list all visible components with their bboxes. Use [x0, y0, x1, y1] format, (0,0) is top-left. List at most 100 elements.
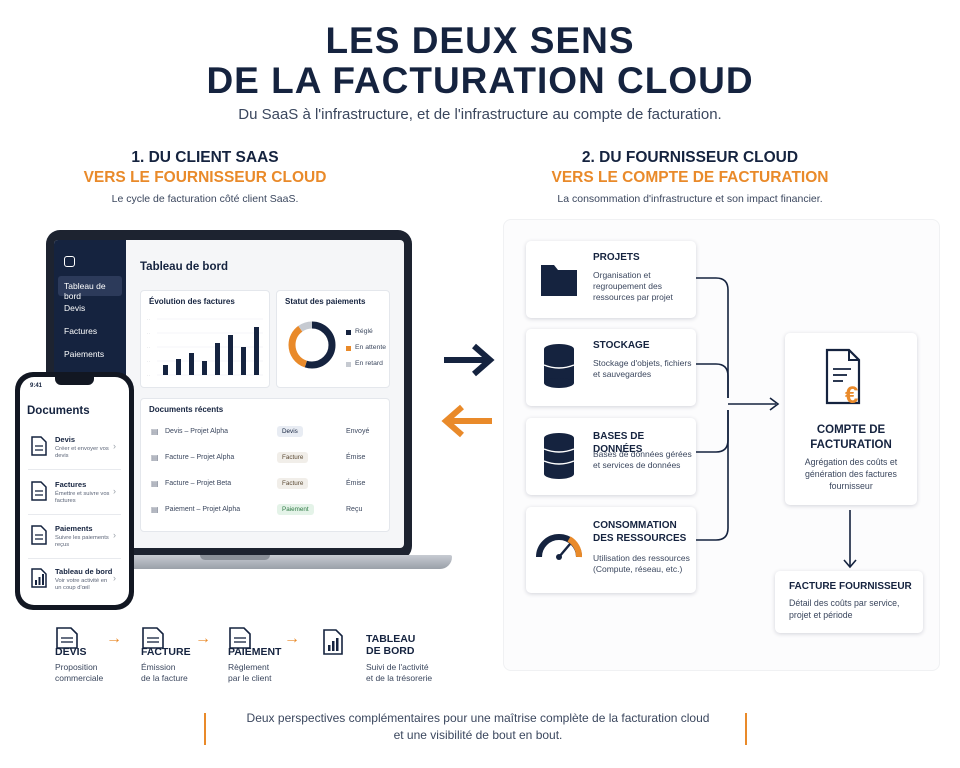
supplier-invoice-title: FACTURE FOURNISSEUR — [789, 581, 912, 592]
payment-status-title: Statut des paiements — [285, 297, 366, 306]
legend-en-attente-swatch — [346, 346, 351, 351]
table-row[interactable]: ▤ Facture – Projet Alpha Facture Émise — [149, 452, 404, 473]
row-status: Envoyé — [346, 428, 370, 435]
document-icon — [31, 436, 47, 456]
dashboard-icon — [31, 568, 47, 588]
document-icon: ▤ — [151, 453, 159, 462]
divider — [28, 514, 121, 515]
svg-text:··: ·· — [147, 345, 150, 350]
chevron-right-icon[interactable]: › — [113, 573, 116, 583]
document-icon: ▤ — [151, 427, 159, 436]
resource-desc-consommation: Utilisation des ressources (Compute, rés… — [593, 553, 690, 575]
phone-item-devis-desc: Créer et envoyer vos devis — [55, 446, 109, 459]
row-status: Émise — [346, 480, 366, 487]
legend-en-retard: En retard — [355, 360, 383, 367]
invoice-icon — [31, 481, 47, 501]
supplier-invoice-desc: Détail des coûts par service, projet et … — [789, 598, 900, 620]
resource-title-consommation: CONSOMMATION DES RESSOURCES — [593, 520, 687, 544]
table-row[interactable]: ▤ Facture – Projet Beta Facture Émise — [149, 478, 404, 499]
laptop-screen: Tableau de bord Devis Factures Paiements… — [54, 240, 404, 548]
table-row[interactable]: ▤ Devis – Projet Alpha Devis Envoyé — [149, 426, 404, 447]
bar-6 — [228, 335, 233, 375]
phone-item-factures-title: Factures — [55, 480, 87, 489]
footer-accent-right — [745, 713, 747, 745]
flow-step-facture-title: FACTURE — [141, 646, 191, 658]
bar-2 — [176, 359, 181, 375]
footer-line-1: Deux perspectives complémentaires pour u… — [246, 711, 710, 725]
sidebar-item-dashboard[interactable]: Tableau de bord — [58, 276, 122, 301]
sidebar-item-devis[interactable]: Devis — [64, 303, 86, 313]
row-badge: Facture — [277, 452, 309, 463]
resource-card-projets: PROJETS Organisation et regroupement des… — [526, 241, 696, 318]
recent-documents-card: Documents récents ▤ Devis – Projet Alpha… — [140, 398, 390, 532]
devis-icon — [56, 627, 78, 649]
bar-3 — [189, 353, 194, 375]
phone-item-paiements-desc: Suivre les paiements reçus — [55, 535, 109, 548]
flow-step-paiement-title: PAIEMENT — [228, 646, 282, 658]
sidebar-item-paiements[interactable]: Paiements — [64, 349, 105, 359]
section1-subtitle: Le cycle de facturation côté client SaaS… — [111, 193, 299, 205]
svg-text:€: € — [845, 382, 858, 407]
flow-step-dashboard-title: TABLEAU DE BORD — [366, 633, 416, 658]
resource-card-stockage: STOCKAGE Stockage d'objets, fichiers et … — [526, 329, 696, 406]
arrow-right-icon: → — [106, 630, 122, 647]
phone-time: 9:41 — [30, 383, 43, 389]
storage-icon — [543, 344, 575, 388]
arrow-left-icon — [441, 404, 492, 438]
sidebar-item-factures[interactable]: Factures — [64, 326, 98, 336]
resource-desc-stockage: Stockage d'objets, fichiers et sauvegard… — [593, 358, 692, 380]
svg-text:··: ·· — [147, 317, 150, 322]
resource-title-projets: PROJETS — [593, 252, 640, 263]
dashboard-title: Tableau de bord — [140, 261, 228, 273]
connector-lines — [696, 277, 780, 541]
billing-account-title: COMPTE DE FACTURATION — [810, 424, 892, 451]
phone-title: Documents — [27, 405, 90, 417]
legend-regle-swatch — [346, 330, 351, 335]
flow-step-devis-title: DEVIS — [55, 646, 87, 658]
billing-account-desc: Agrégation des coûts et génération des f… — [804, 457, 898, 491]
chevron-right-icon[interactable]: › — [113, 441, 116, 451]
footer-accent-left — [204, 713, 206, 745]
bar-1 — [163, 365, 168, 375]
svg-text:··: ·· — [147, 373, 150, 378]
legend-en-attente: En attente — [355, 344, 386, 351]
legend-en-retard-swatch — [346, 362, 351, 367]
svg-text:··: ·· — [147, 359, 150, 364]
bar-8 — [254, 327, 259, 375]
resource-desc-bases-de-donnees: Bases de données gérées et services de d… — [593, 449, 692, 471]
section2-heading-orange: VERS LE COMPTE DE FACTURATION — [551, 169, 829, 186]
flow-step-dashboard-desc: Suivi de l'activité et de la trésorerie — [366, 662, 433, 684]
row-badge: Facture — [277, 478, 309, 489]
resource-card-bases-de-donnees: BASES DE DONNÉES Bases de données gérées… — [526, 418, 696, 495]
document-icon: ▤ — [151, 479, 159, 488]
phone-item-dashboard-title: Tableau de bord — [55, 567, 113, 576]
phone-item-paiements-title: Paiements — [55, 524, 93, 533]
donut-en-attente — [288, 321, 336, 369]
resource-title-stockage: STOCKAGE — [593, 340, 650, 351]
resource-title-bases-de-donnees: BASES DE DONNÉES — [593, 431, 645, 455]
table-row[interactable]: ▤ Paiement – Projet Alpha Paiement Reçu — [149, 504, 404, 525]
row-name: Facture – Projet Alpha — [165, 454, 235, 461]
row-name: Facture – Projet Beta — [165, 480, 232, 487]
section2-subtitle: La consommation d'infrastructure et son … — [557, 193, 823, 205]
footer-text: Deux perspectives complémentaires pour u… — [210, 710, 746, 745]
flow-step-facture-desc: Émission de la facture — [141, 662, 188, 684]
divider — [28, 558, 121, 559]
chevron-right-icon[interactable]: › — [113, 486, 116, 496]
invoice-euro-icon: € — [825, 348, 861, 407]
chevron-right-icon[interactable]: › — [113, 530, 116, 540]
main-title-line-1: LES DEUX SENS — [325, 20, 635, 61]
svg-text:··: ·· — [147, 331, 150, 336]
legend-regle: Réglé — [355, 328, 373, 335]
gauge-icon — [536, 534, 582, 560]
section2-heading: 2. DU FOURNISSEUR CLOUD — [581, 149, 799, 166]
supplier-invoice-card: FACTURE FOURNISSEUR Détail des coûts par… — [775, 571, 923, 633]
row-badge: Devis — [277, 426, 303, 437]
billing-account-card: € COMPTE DE FACTURATION Agrégation des c… — [785, 333, 917, 505]
phone-item-devis-title: Devis — [55, 435, 76, 444]
main-title-line-2: DE LA FACTURATION CLOUD — [206, 60, 754, 101]
arrow-down-icon — [843, 510, 857, 569]
resource-desc-projets: Organisation et regroupement des ressour… — [593, 270, 673, 303]
row-badge: Paiement — [277, 504, 314, 515]
resource-card-consommation: CONSOMMATION DES RESSOURCES Utilisation … — [526, 507, 696, 593]
